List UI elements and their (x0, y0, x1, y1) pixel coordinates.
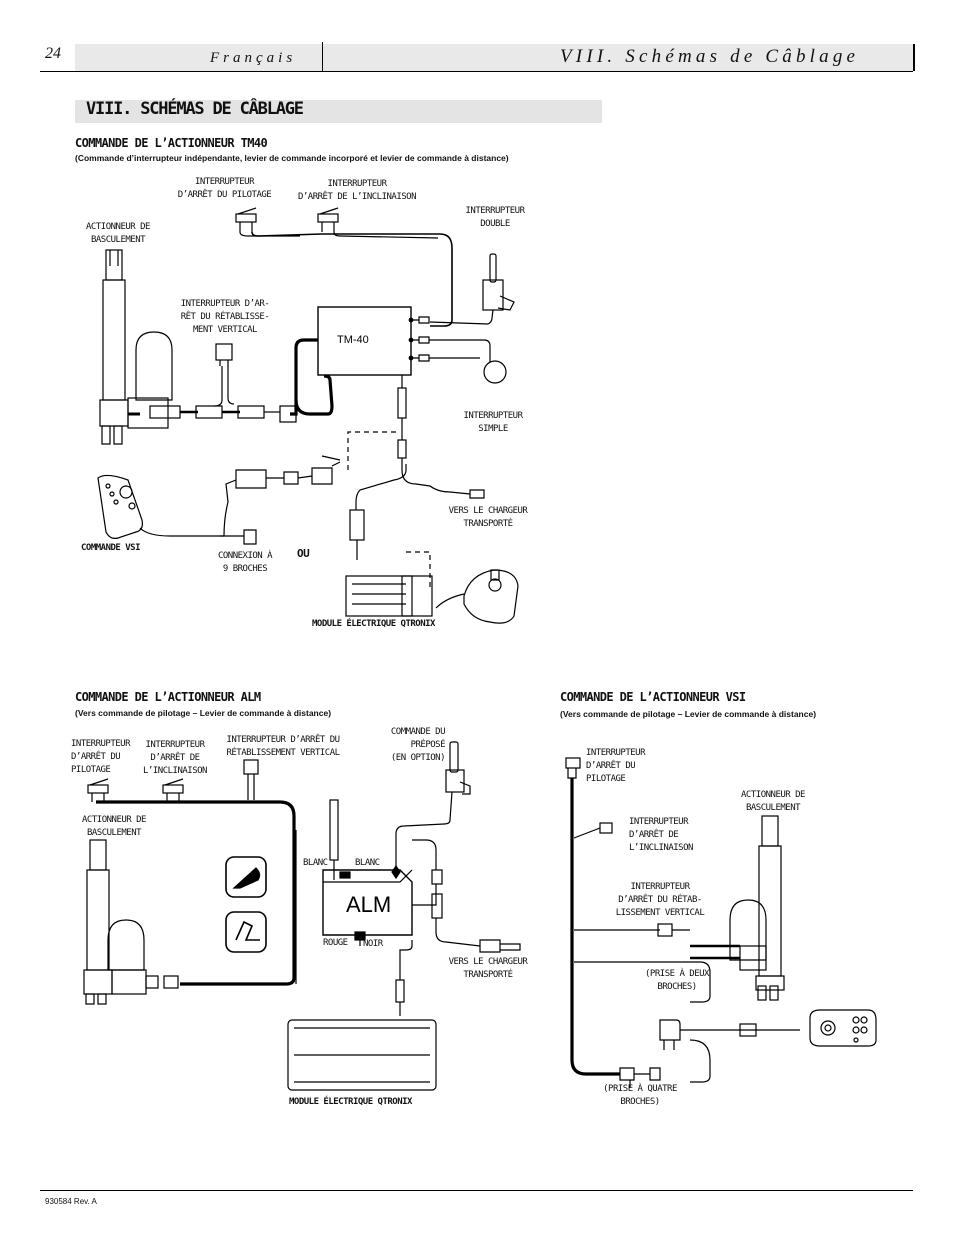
alm-tilt-stop-switch-icon (162, 778, 184, 802)
tm40-double-switch-icon (429, 253, 515, 325)
vsi-hand-control-icon (809, 1009, 877, 1047)
tm40-vsi-control-icon (97, 474, 244, 539)
tm40-label-tilt-actuator: ACTIONNEUR DE BASCULEMENT (86, 222, 150, 245)
tm40-label-single-switch: INTERRUPTEUR SIMPLE (463, 411, 523, 434)
tm40-tilt-actuator-icon (99, 249, 181, 445)
vsi-label-drive-stop: INTERRUPTEUR D’ARRÊT DU PILOTAGE (586, 748, 646, 784)
alm-attendant-control-icon (395, 741, 471, 860)
vsi-label-upright-stop: INTERRUPTEUR D’ARRÊT DU RÉTAB- LISSEMENT… (615, 882, 705, 918)
alm-label-white-2: BLANC (355, 858, 380, 868)
tm40-label-charger: VERS LE CHARGEUR TRANSPORTÉ (448, 506, 528, 529)
tm40-label-upright-stop: INTERRUPTEUR D’AR- RÊT DU RÉTABLISSE- ME… (180, 299, 270, 335)
tm40-label-drive-stop: INTERRUPTEUR D’ARRÊT DU PILOTAGE (177, 177, 272, 200)
header-bar (75, 44, 915, 71)
chapter-title: VIII. Schémas de Câblage (560, 46, 860, 67)
alm-module-box (322, 869, 413, 936)
alm-label-charger: VERS LE CHARGEUR TRANSPORTÉ (448, 957, 528, 980)
alm-drive-stop-switch-icon (87, 778, 109, 802)
alm-upright-stop-switch-icon (243, 759, 259, 800)
header-rule (40, 71, 913, 72)
section-title-bar (75, 100, 602, 123)
alm-tilt-icon (225, 856, 267, 898)
alm-label-drive-stop: INTERRUPTEUR D’ARRÊT DU PILOTAGE (71, 739, 131, 775)
tm40-label-nine-pin: CONNEXION À 9 BROCHES (217, 551, 273, 574)
alm-label-red: ROUGE (323, 938, 348, 948)
alm-label-black: NOIR (363, 939, 383, 949)
tm40-heading: COMMANDE DE L’ACTIONNEUR TM40 (75, 136, 268, 150)
alm-label-upright-stop: INTERRUPTEUR D’ARRÊT DU RÉTABLISSEMENT V… (226, 735, 340, 758)
tm40-label-qtronix: MODULE ÉLECTRIQUE QTRONIX (312, 619, 435, 629)
tm40-label-vsi-control: COMMANDE VSI (81, 543, 141, 553)
document-number: 930584 Rev. A (45, 1197, 97, 1206)
vsi-tilt-stop-switch-icon (573, 822, 613, 839)
alm-label-white-1: BLANC (303, 858, 328, 868)
tm40-label-double-switch: INTERRUPTEUR DOUBLE (465, 206, 525, 229)
vsi-drive-stop-switch-icon (565, 757, 581, 779)
tm40-diagram (97, 207, 519, 624)
vsi-heading: COMMANDE DE L’ACTIONNEUR VSI (560, 690, 746, 704)
alm-diagram (83, 741, 521, 1091)
vsi-label-two-pin: (PRISE À DEUX BROCHES) (645, 969, 709, 992)
vsi-upright-stop-switch-icon (574, 923, 690, 937)
tm40-joystick-icon (463, 569, 519, 624)
page-number: 24 (45, 45, 61, 62)
tm40-drive-stop-switch-icon (235, 207, 300, 237)
alm-label-qtronix: MODULE ÉLECTRIQUE QTRONIX (289, 1097, 412, 1107)
vsi-label-four-pin: (PRISE À QUATRE BROCHES) (603, 1084, 677, 1107)
alm-label-tilt-stop: INTERRUPTEUR D’ARRÊT DE L’INCLINAISON (143, 740, 207, 776)
alm-module-label: ALM (346, 892, 391, 917)
alm-qtronix-module-icon (287, 1019, 437, 1091)
tm40-label-tilt-stop: INTERRUPTEUR D’ARRÊT DE L’INCLINAISON (297, 179, 417, 202)
tm40-module-label: TM-40 (337, 334, 369, 346)
tm40-single-switch-icon (483, 360, 507, 384)
vsi-diagram (565, 757, 877, 1088)
alm-subheading: (Vers commande de pilotage – Levier de c… (75, 708, 332, 718)
alm-label-tilt-actuator: ACTIONNEUR DE BASCULEMENT (82, 815, 146, 838)
vsi-tilt-actuator-icon (729, 815, 785, 1001)
tm40-qtronix-module-icon (345, 575, 433, 617)
alm-heading: COMMANDE DE L’ACTIONNEUR ALM (75, 690, 261, 704)
alm-recline-icon (225, 911, 267, 953)
footer-rule (40, 1190, 913, 1191)
tm40-label-or: OU (297, 547, 310, 560)
language-label: Français (210, 50, 297, 66)
alm-tilt-actuator-icon (83, 839, 179, 1005)
vsi-subheading: (Vers commande de pilotage – Levier de c… (560, 709, 817, 719)
tm40-upright-stop-switch-icon (213, 343, 235, 407)
section-title: VIII. SCHÉMAS DE CÂBLAGE (86, 99, 304, 119)
tm40-tilt-stop-switch-icon (317, 207, 339, 232)
tm40-subheading: (Commande d’interrupteur indépendante, l… (75, 153, 509, 163)
vsi-label-tilt-stop: INTERRUPTEUR D’ARRÊT DE L’INCLINAISON (629, 817, 693, 853)
alm-label-attendant: COMMANDE DU PRÉPOSÉ (EN OPTION) (390, 727, 446, 763)
vsi-label-tilt-actuator: ACTIONNEUR DE BASCULEMENT (741, 790, 805, 813)
header-divider (322, 42, 323, 72)
